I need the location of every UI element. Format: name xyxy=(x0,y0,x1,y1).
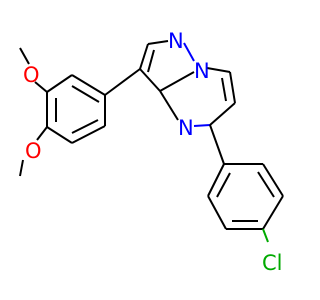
bond-ar5-ar6 xyxy=(71,125,106,144)
bond-ar5-ar6-inner xyxy=(71,119,99,134)
atom-labels: N N N O O Cl xyxy=(23,29,283,275)
bond-n1-n7 xyxy=(183,42,195,62)
nitrogen-7-label: N xyxy=(194,59,210,83)
bond-ar4-o2 xyxy=(36,126,48,141)
bond-cp2-cp3 xyxy=(207,195,227,230)
bond-c5-c6 xyxy=(209,102,236,126)
bond-c7-n7 xyxy=(206,67,231,73)
bond-c6-c7 xyxy=(229,71,236,104)
bond-ar2-ar3 xyxy=(46,74,73,93)
bond-c3-c2 xyxy=(139,43,149,70)
bond-cp1-cp2 xyxy=(207,163,225,197)
bonds xyxy=(19,40,284,243)
bond-cp4-cp5 xyxy=(262,195,284,230)
bond-cp4-cl xyxy=(262,228,269,243)
bond-cp5-cp6 xyxy=(262,163,284,197)
bond-ar3-o1 xyxy=(34,81,48,93)
oxygen-2-label: O xyxy=(25,139,42,163)
bond-n4-c5 xyxy=(193,124,211,127)
bond-c3-c2-double xyxy=(147,49,155,73)
bond-cp5-cp6-inner xyxy=(257,171,275,198)
bond-c3a-n4 xyxy=(159,90,179,121)
bond-c3-ar1 xyxy=(104,68,141,96)
bond-c2-n1 xyxy=(147,40,169,45)
bond-ar1-ar2 xyxy=(71,74,106,96)
bond-c3a-n7 xyxy=(159,71,195,92)
bond-c6-c7-double xyxy=(221,77,227,102)
nitrogen-4-label: N xyxy=(178,116,194,140)
oxygen-1-label: O xyxy=(23,63,40,87)
bond-o2-me xyxy=(19,159,24,177)
nitrogen-1-label: N xyxy=(168,29,184,53)
chlorine-label: Cl xyxy=(262,251,283,275)
bond-c3-c3a xyxy=(139,68,161,92)
bond-ar4-ar5 xyxy=(46,126,73,144)
bond-cp1-cp2-inner xyxy=(216,172,231,198)
chemical-structure-diagram: N N N O O Cl xyxy=(19,29,284,275)
bond-c5-cp1 xyxy=(209,124,225,165)
bond-o1-me xyxy=(19,47,30,65)
bond-ar1-ar2-inner xyxy=(71,85,100,103)
